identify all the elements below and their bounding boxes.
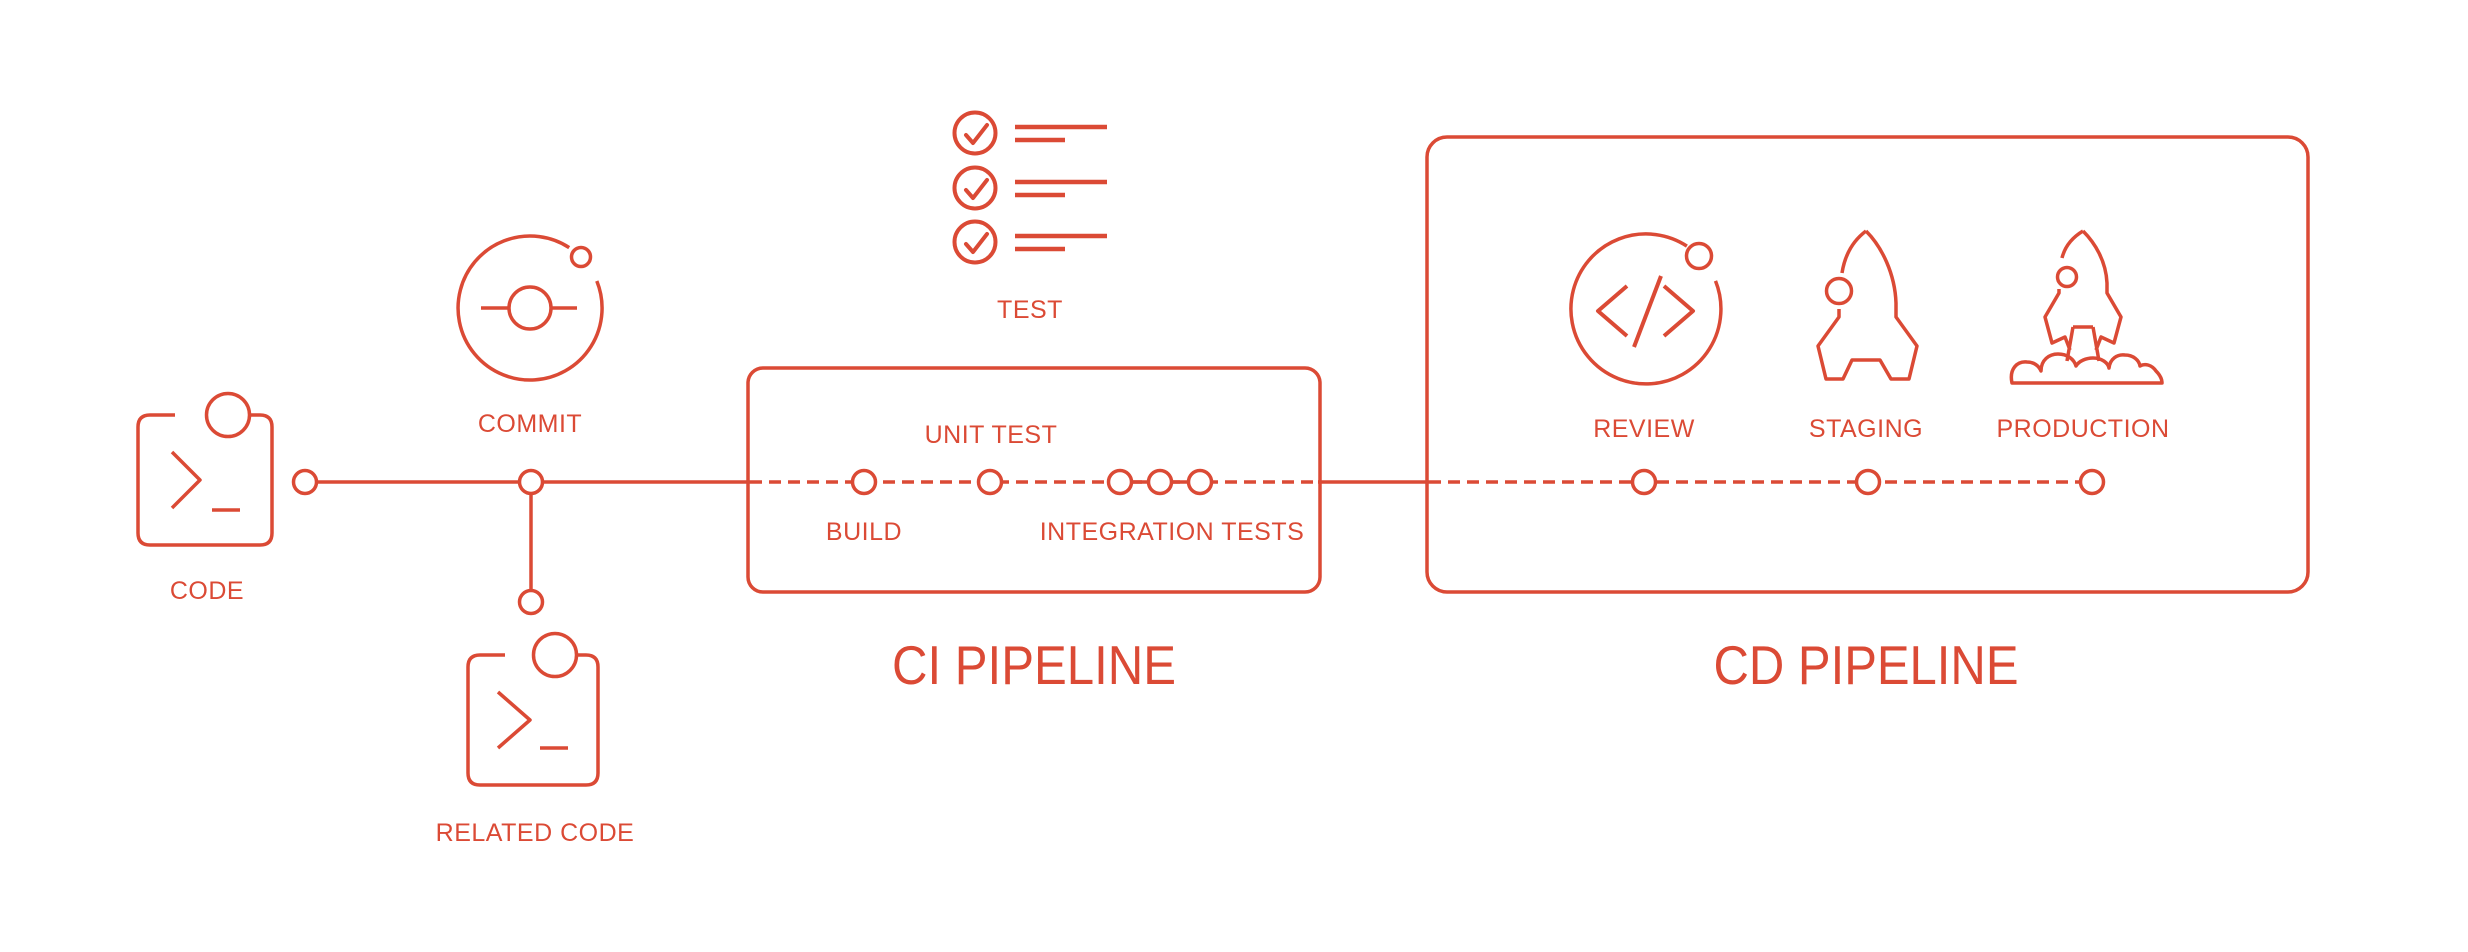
integration-tests-label: INTEGRATION TESTS: [1040, 518, 1305, 546]
code-icon: [136, 391, 274, 547]
ci-pipeline-box: [746, 366, 1322, 594]
code-slash: [1632, 275, 1663, 348]
ci-pipeline-title: CI PIPELINE: [892, 634, 1176, 696]
production-label: PRODUCTION: [1996, 415, 2169, 443]
smoke-cloud: [2009, 352, 2164, 385]
start-node: [291, 468, 319, 496]
pin-circle: [204, 391, 252, 439]
timeline-nodes: [291, 468, 2106, 616]
code-label: CODE: [170, 577, 244, 605]
integration-node-1: [1106, 468, 1134, 496]
branch-node: [517, 588, 545, 616]
commit-node: [517, 468, 545, 496]
integration-node-3: [1186, 468, 1214, 496]
review-icon: [1569, 232, 1723, 386]
cd-pipeline-title: CD PIPELINE: [1714, 634, 2019, 696]
orbit-arc: [456, 234, 604, 382]
commit-icon: [456, 234, 604, 382]
staging-node: [1854, 468, 1882, 496]
production-launch-icon: [2009, 229, 2164, 385]
code-left-chevron: [1596, 284, 1629, 338]
orbit-satellite: [1684, 241, 1714, 271]
rocket-window: [2055, 265, 2079, 289]
pin-circle: [531, 631, 579, 679]
test-label: TEST: [997, 296, 1063, 324]
check-mark: [964, 178, 989, 200]
build-node: [850, 468, 878, 496]
staging-rocket-icon: [1816, 229, 1919, 381]
unit-test-label: UNIT TEST: [925, 421, 1058, 449]
orbit-satellite: [569, 245, 593, 269]
integration-node-2: [1146, 468, 1174, 496]
check-mark: [964, 232, 989, 254]
prompt-chevron: [496, 690, 532, 750]
check-circle: [952, 165, 998, 211]
code-right-chevron: [1662, 284, 1695, 338]
review-circle-arc: [1569, 232, 1723, 386]
check-circle: [952, 219, 998, 265]
review-node: [1630, 468, 1658, 496]
rocket-window: [1824, 276, 1854, 306]
check-circle: [952, 110, 998, 156]
prompt-chevron: [170, 450, 202, 510]
production-node: [2078, 468, 2106, 496]
related-code-icon: [466, 631, 600, 787]
cd-pipeline-box: [1425, 135, 2310, 594]
build-label: BUILD: [826, 518, 902, 546]
test-checklist-icon: [952, 110, 1107, 265]
commit-dot: [507, 285, 553, 331]
check-mark: [964, 123, 989, 145]
review-label: REVIEW: [1593, 415, 1695, 443]
unit-test-node: [976, 468, 1004, 496]
exhaust-flame: [2065, 326, 2101, 362]
commit-label: COMMIT: [478, 410, 582, 438]
related-code-label: RELATED CODE: [436, 819, 635, 847]
staging-label: STAGING: [1809, 415, 1923, 443]
